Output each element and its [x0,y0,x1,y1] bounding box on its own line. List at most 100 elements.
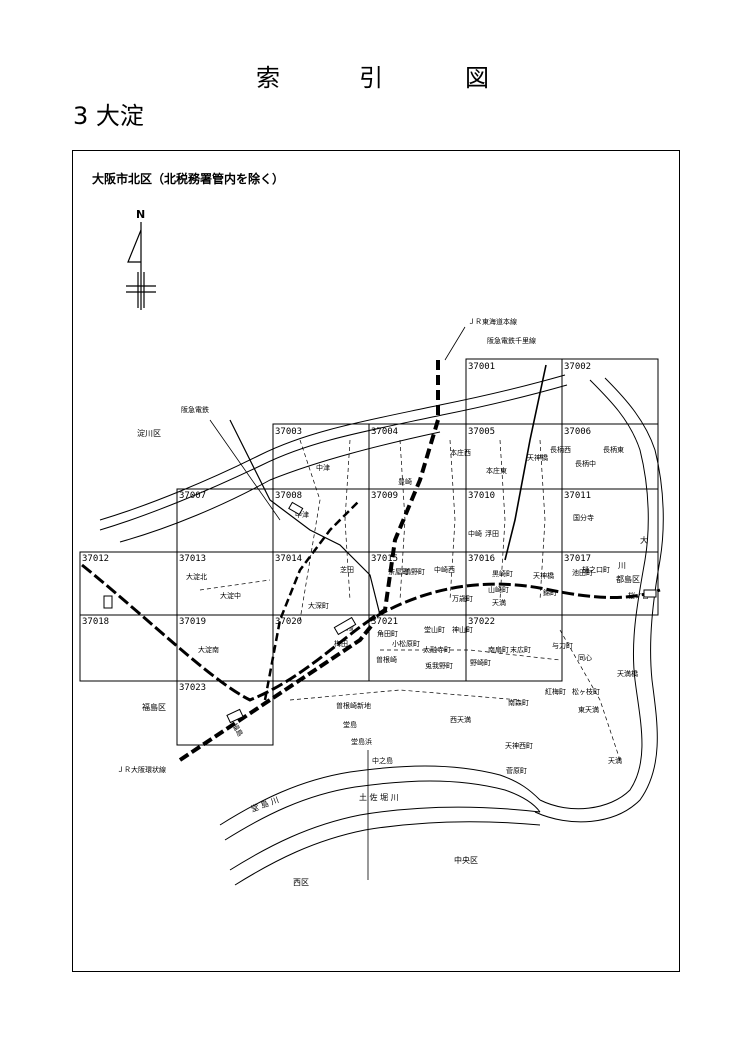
river-label-tosabori: 土 佐 堀 川 [359,792,399,802]
label-leaders [209,326,466,880]
cell-id: 37009 [371,491,398,501]
place-label: 菅原町 [506,766,527,775]
place-label: 大淀中 [220,591,241,600]
railway-label-hankyu-senri: 阪急電鉄千里線 [487,336,536,345]
place-label: 紅梅町 [545,687,566,696]
place-label: 長柄東 [603,445,624,454]
place-label: 天満 [492,599,506,607]
cell-id: 37015 [371,554,398,564]
cell-id: 37011 [564,491,591,501]
cell-id: 37013 [179,554,206,564]
place-label: 小松原町 [392,639,420,648]
cell-labels: 37001 37002 37003 37004 37005 37006 3700… [82,362,591,693]
railway-label-jr-tokaido: ＪＲ東海道本線 [468,317,517,326]
cell-id: 37017 [564,554,591,564]
ward-label-nishi: 西区 [293,878,309,887]
place-label: 樋之口町 [582,565,610,574]
river-label-kawa: 川 [618,561,626,570]
place-label: 福島 [230,722,245,739]
place-label: 黒崎町 [492,569,513,578]
place-label: 中崎 [468,529,482,538]
map-frame [72,150,680,972]
place-label: 国分寺 [573,513,594,522]
north-label: N [136,208,145,221]
place-label: 梅田 [334,639,348,648]
place-label: 角田町 [377,629,398,638]
cell-id: 37022 [468,617,495,627]
place-label: 豊崎 [398,477,412,486]
index-grid [79,358,659,746]
cell-id: 37019 [179,617,206,627]
place-label: 大深町 [308,601,329,610]
place-label: 曽根崎新地 [336,701,371,710]
place-label: 桜ノ宮 [628,591,649,600]
river-label-o: 大 [640,535,648,545]
place-label: 中津 [295,510,309,519]
cell-id: 37023 [179,683,206,693]
place-label: 錦町 [543,588,557,597]
place-label: 堂島 [343,720,357,729]
place-label: 大淀北 [186,572,207,581]
place-label: 曽根崎 [376,655,397,664]
ward-label-fukushima: 福島区 [142,702,166,712]
page-title: 索 引 図 [0,58,750,92]
cell-id: 37012 [82,554,109,564]
yodo-river-bank [99,374,568,543]
cell-id: 37014 [275,554,302,564]
place-label: 西天満 [450,716,471,724]
okawa-river [534,377,664,823]
cell-id: 37008 [275,491,302,501]
place-label: 南森町 [508,698,529,707]
place-label: 兎我野町 [425,661,453,670]
map-title: 大阪市北区（北税務署管内を除く） [92,172,285,186]
place-label: 同心 [578,654,592,662]
cell-id: 37016 [468,554,495,564]
place-label: 天神橋 [533,571,554,580]
place-label: 天満橋 [617,669,638,678]
ward-label-miyakojima: 都島区 [616,574,640,584]
place-label: 万歳町 [452,594,473,603]
cell-id: 37010 [468,491,495,501]
railway-lines [81,360,661,762]
place-label: 茶屋町 [388,567,409,576]
place-label: 天神橋 [527,453,548,462]
cell-id: 37001 [468,362,495,372]
place-label: 浮田 [485,529,499,538]
place-label: 神山町 [452,625,473,634]
place-label: 天満 [608,757,622,765]
dojima-river [219,765,541,886]
place-label: 天神西町 [505,741,533,750]
place-label: 本庄西 [450,448,471,457]
place-label: 野崎町 [470,658,491,667]
north-arrow-icon [126,222,156,310]
ward-label-yodogawa: 淀川区 [137,428,161,438]
place-label: 山崎町 [488,585,509,594]
river-label-dojima: 堂 島 川 [249,795,280,814]
place-label: 本庄東 [486,466,507,475]
place-label: 芝田 [340,565,354,574]
title-char-3: 図 [465,64,489,92]
place-label: 中津 [316,463,330,472]
cell-id: 37005 [468,427,495,437]
district-boundaries [199,439,621,761]
station-markers [103,501,657,724]
cell-id: 37006 [564,427,591,437]
ward-label-chuo: 中央区 [454,855,478,865]
place-label: 与力町 [552,641,573,650]
place-label: 長柄中 [575,459,596,468]
place-label: 長柄西 [550,445,571,454]
place-label: 鶴野町 [404,567,425,576]
place-label: 東天満 [578,705,599,714]
cell-id: 37021 [371,617,398,627]
place-label: 大淀南 [198,645,219,654]
place-label: 堂山町 [424,625,445,634]
cell-id: 37003 [275,427,302,437]
place-label: 池田町 [572,568,593,577]
railway-label-hankyu: 阪急電鉄 [181,405,209,414]
place-label: 松ヶ枝町 [572,687,600,696]
cell-id: 37002 [564,362,591,372]
cell-id: 37018 [82,617,109,627]
railway-label-jr-loop: ＪＲ大阪環状線 [117,765,166,774]
place-label: 中之島 [372,756,393,765]
